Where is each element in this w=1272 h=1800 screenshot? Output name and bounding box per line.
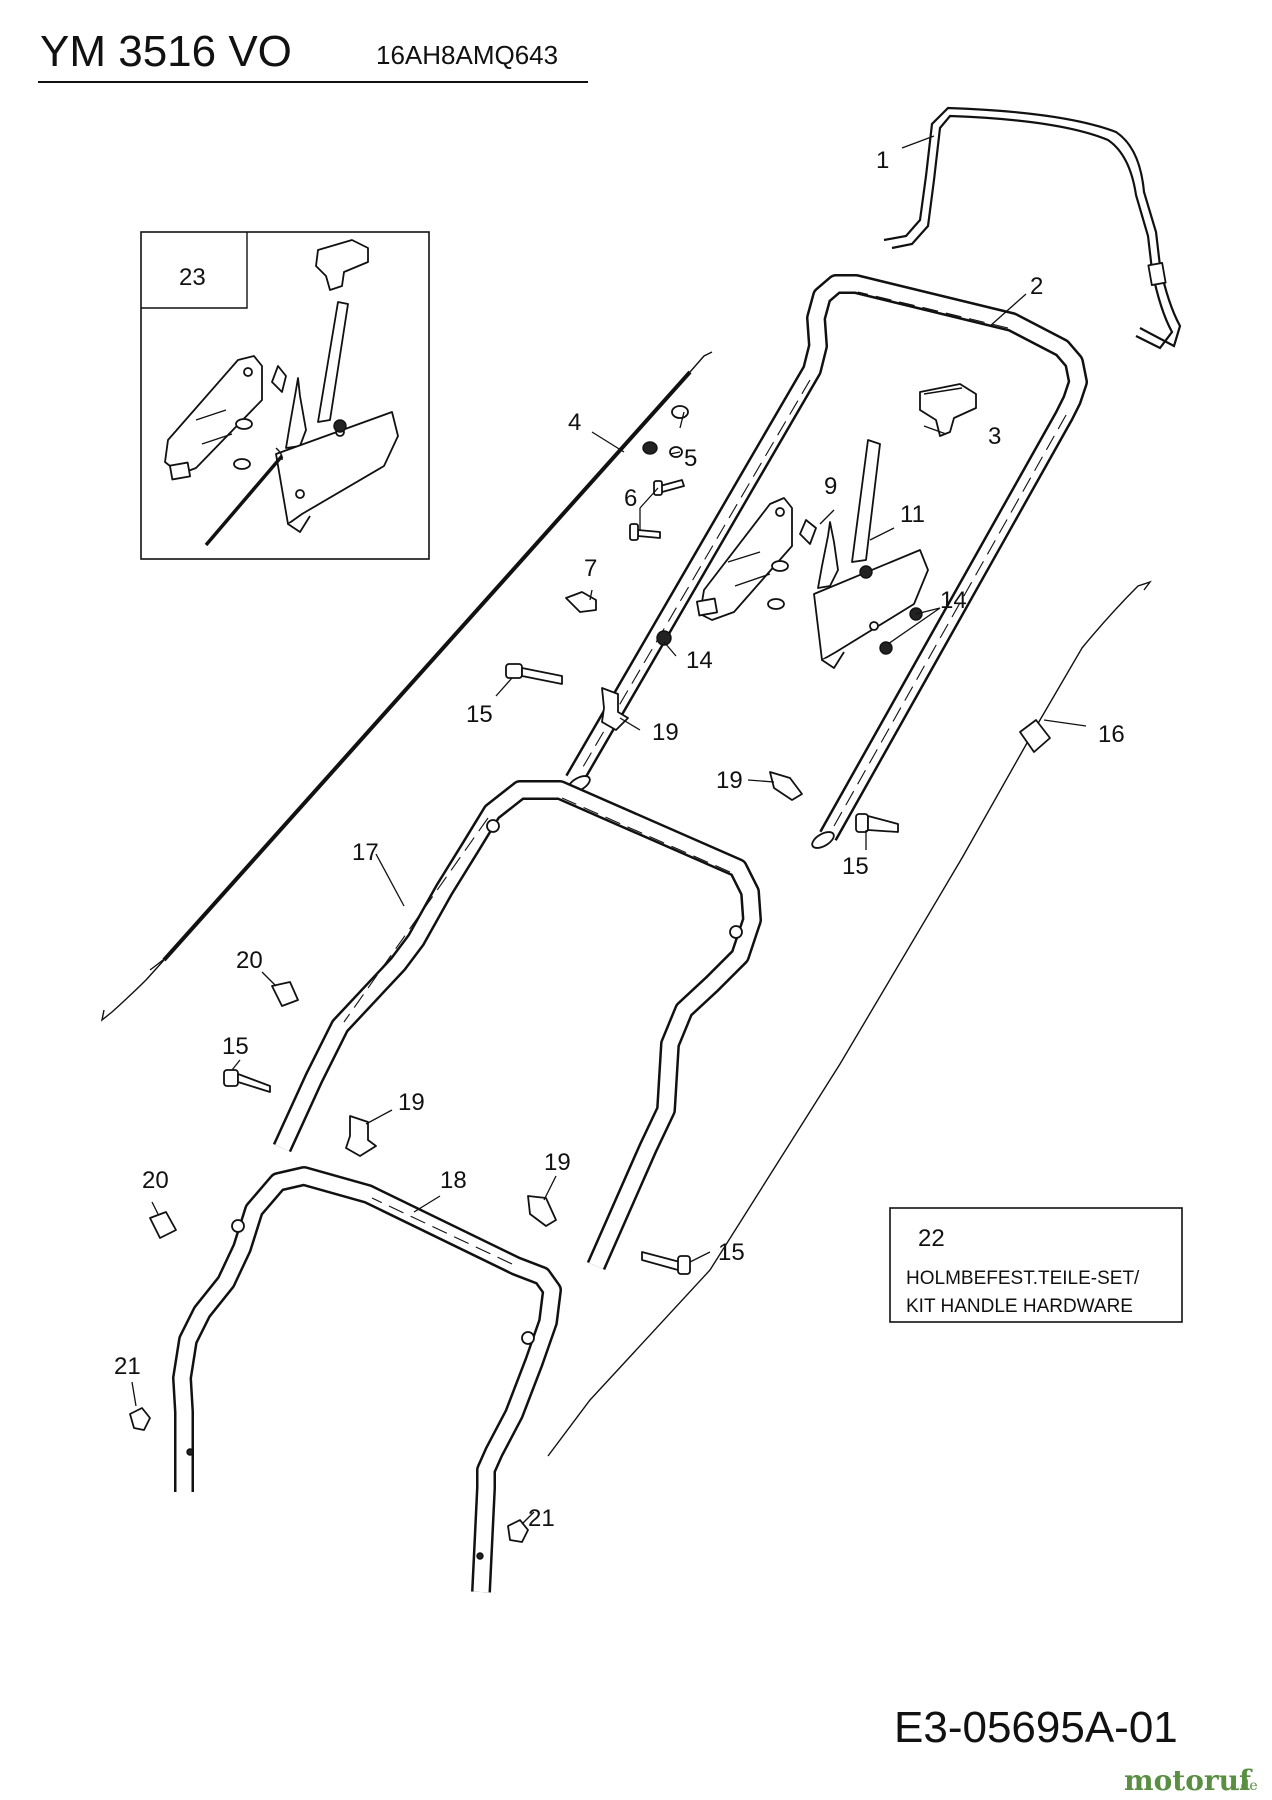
callout-19-d: 19 <box>544 1149 571 1176</box>
part-number: 16AH8AMQ643 <box>376 40 558 70</box>
part-20-knob-b <box>149 1211 177 1239</box>
callout-16: 16 <box>1098 721 1125 748</box>
lever-assembly <box>696 439 929 669</box>
watermark-tld: .de <box>1236 1778 1258 1794</box>
part-15-bolt-a <box>505 663 563 685</box>
callout-11: 11 <box>900 501 925 528</box>
callout-15-b: 15 <box>842 853 869 880</box>
callout-7: 7 <box>584 555 597 582</box>
part-17-middle-handle <box>272 780 762 1271</box>
part-21-screw-b <box>507 1519 529 1543</box>
part-1-bail-bar <box>883 106 1182 350</box>
part-19-clip-c <box>345 1115 377 1157</box>
part-4-cable <box>100 351 713 1022</box>
leader-lines <box>131 135 1087 1525</box>
watermark-logo: motoruf .de <box>1124 1764 1258 1797</box>
part-20-knob-a <box>271 981 299 1007</box>
callout-labels: 1 2 3 4 5 6 7 9 11 14 14 14 15 15 15 15 … <box>114 147 1125 1532</box>
callout-14-a: 14 <box>686 647 713 674</box>
inset-box-23: 23 <box>140 231 430 560</box>
part-15-bolt-b <box>855 813 899 833</box>
callout-19-a: 19 <box>652 719 679 746</box>
callout-9: 9 <box>824 473 837 500</box>
part-19-clip-d <box>527 1195 557 1227</box>
part-6-bolts <box>629 479 685 541</box>
callout-15-a: 15 <box>466 701 493 728</box>
part-19-clip-b <box>769 771 803 801</box>
watermark-main: motoruf <box>1124 1764 1253 1797</box>
part-21-screw-a <box>129 1407 151 1431</box>
legend-line-1: HOLMBEFEST.TEILE-SET/ <box>906 1268 1140 1289</box>
inset-cable <box>204 454 284 547</box>
callout-21-b: 21 <box>528 1505 555 1532</box>
part-15-bolt-c <box>223 1069 271 1093</box>
callout-6: 6 <box>624 485 637 512</box>
part-16-cable <box>547 580 1152 1457</box>
callout-14-b: 14 <box>940 587 967 614</box>
callout-19-c: 19 <box>398 1089 425 1116</box>
part-14-nut-a <box>656 630 672 646</box>
callout-19-b: 19 <box>716 767 743 794</box>
part-5-nut-c <box>669 446 683 458</box>
legend-box-22: 22 HOLMBEFEST.TEILE-SET/ KIT HANDLE HARD… <box>889 1207 1183 1323</box>
callout-15-d: 15 <box>718 1239 745 1266</box>
callout-1: 1 <box>876 147 889 174</box>
model-title: YM 3516 VO <box>40 27 292 76</box>
inset-lever-assembly-drawing <box>164 239 399 533</box>
part-15-bolt-d <box>641 1251 691 1275</box>
part-2-upper-handle <box>565 274 1088 849</box>
callout-20-b: 20 <box>142 1167 169 1194</box>
legend-line-2: KIT HANDLE HARDWARE <box>906 1296 1133 1317</box>
part-5-nut-b <box>642 441 658 455</box>
legend-number: 22 <box>918 1225 945 1252</box>
callout-20-a: 20 <box>236 947 263 974</box>
callout-17: 17 <box>352 839 379 866</box>
callout-2: 2 <box>1030 273 1043 300</box>
callout-4: 4 <box>568 409 581 436</box>
callout-5: 5 <box>684 445 697 472</box>
callout-15-c: 15 <box>222 1033 249 1060</box>
drawing-id: E3-05695A-01 <box>894 1703 1178 1752</box>
callout-3: 3 <box>988 423 1001 450</box>
part-14-nut-c <box>879 641 893 655</box>
callout-18: 18 <box>440 1167 467 1194</box>
part-7-clip <box>565 591 597 613</box>
inset-box-number: 23 <box>179 264 206 291</box>
callout-21-a: 21 <box>114 1353 141 1380</box>
part-3-knob <box>919 383 977 437</box>
part-5-nut-a <box>671 405 689 419</box>
part-18-lower-handle <box>172 1166 562 1593</box>
